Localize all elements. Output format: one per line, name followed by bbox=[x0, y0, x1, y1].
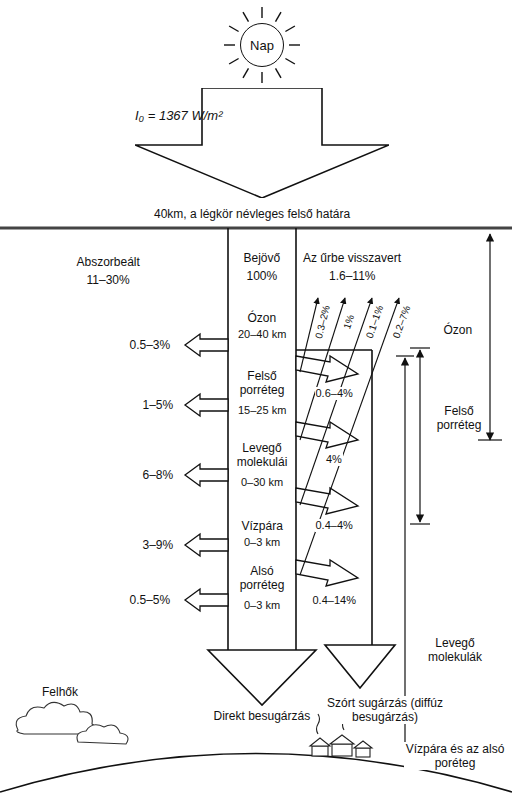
layer-height: 0–3 km bbox=[243, 536, 281, 549]
cloud-label: Felhők bbox=[41, 685, 79, 699]
column-value: 11–30% bbox=[86, 273, 131, 287]
reflected-value: 0.2–7% bbox=[390, 303, 414, 341]
reflected-value: 0.1–1% bbox=[363, 303, 386, 341]
layer-name: Alsó porréteg bbox=[229, 564, 295, 593]
absorbed-arrows bbox=[185, 334, 228, 611]
arrow-outline bbox=[135, 88, 389, 198]
absorbed-value: 6–8% bbox=[142, 468, 175, 482]
scattered-value: 0.4–14% bbox=[312, 594, 357, 607]
layer-height: 0–30 km bbox=[240, 476, 284, 489]
absorbed-value: 3–9% bbox=[142, 538, 175, 552]
column-value: 1.6–11% bbox=[328, 269, 376, 283]
column-header: Az űrbe visszavert bbox=[302, 251, 402, 265]
reflected-lines bbox=[300, 298, 399, 575]
bracket-label: Ózon bbox=[443, 323, 474, 337]
reflected-value: 0.3–2% bbox=[313, 303, 333, 341]
layer-name: Vízpára bbox=[241, 519, 284, 533]
bracket-label: Felső porréteg bbox=[430, 404, 488, 433]
direct-label: Direkt besugárzás bbox=[213, 709, 312, 723]
reflected-value: 1% bbox=[341, 312, 357, 331]
atmosphere-boundary bbox=[0, 227, 512, 230]
bracket-label: Vízpára és az alsó poréteg bbox=[404, 742, 506, 771]
absorbed-value: 1–5% bbox=[142, 398, 175, 412]
layer-name: Ózon bbox=[247, 311, 278, 325]
column-header: Bejövő bbox=[243, 251, 282, 265]
column-value: 100% bbox=[246, 269, 279, 283]
incoming-arrow: I₀ = 1367 W/m² bbox=[135, 88, 389, 198]
column-header: Abszorbeált bbox=[76, 255, 141, 269]
scattered-channel bbox=[296, 350, 395, 688]
bracket-label: Levegő molekulák bbox=[414, 636, 496, 665]
diffuse-label: Szórt sugárzás (diffúz besugárzás) bbox=[322, 696, 449, 725]
clouds bbox=[16, 702, 128, 744]
sun-rays bbox=[224, 7, 300, 83]
sun-circle: Nap bbox=[240, 23, 284, 67]
layer-name: Levegő molekulái bbox=[229, 441, 295, 470]
node-text: I₀ = 1367 W/m² bbox=[135, 108, 222, 123]
layer-height: 15–25 km bbox=[237, 404, 287, 417]
down-scatter-arrows bbox=[296, 356, 358, 586]
scattered-value: 0.4–4% bbox=[315, 519, 354, 532]
scattered-value: 4% bbox=[325, 453, 343, 466]
boundary-label: 40km, a légkör névleges felső határa bbox=[153, 207, 351, 221]
absorbed-value: 0.5–3% bbox=[129, 338, 172, 352]
layer-name: Felső porréteg bbox=[229, 369, 295, 398]
incoming-channel bbox=[208, 228, 316, 705]
layer-height: 0–3 km bbox=[243, 599, 281, 612]
height-brackets bbox=[396, 234, 502, 765]
absorbed-value: 0.5–5% bbox=[129, 593, 172, 607]
scattered-value: 0.6–4% bbox=[315, 387, 354, 400]
layer-height: 20–40 km bbox=[237, 328, 287, 341]
node-text: Nap bbox=[250, 38, 274, 53]
